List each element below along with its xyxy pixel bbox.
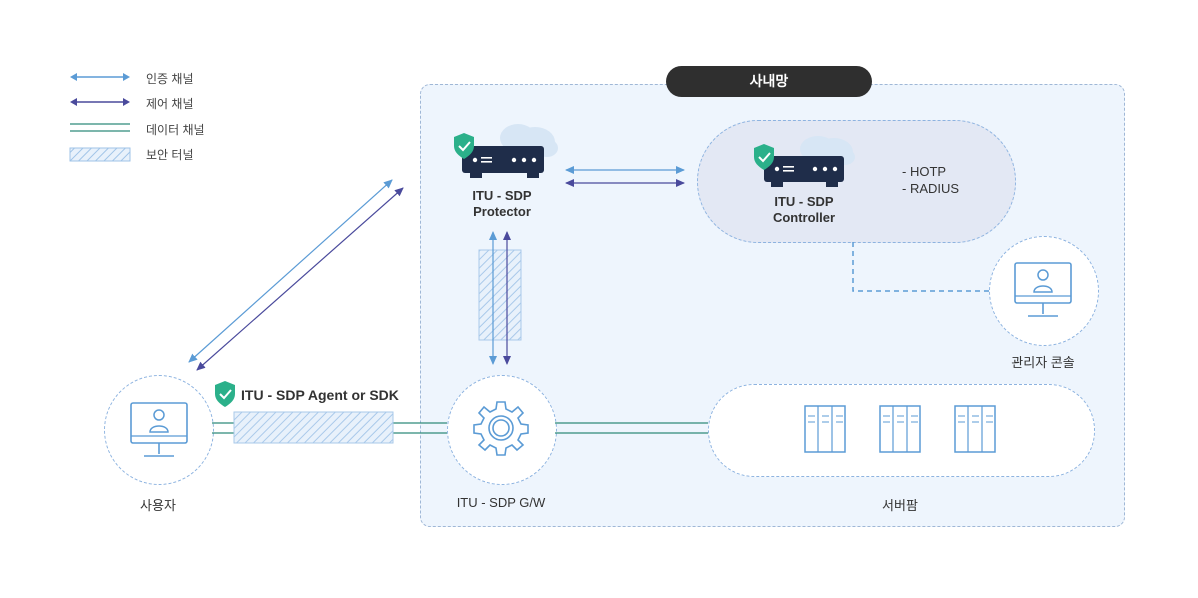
admin-console-node <box>989 236 1099 346</box>
gateway-node <box>447 375 557 485</box>
controller-label: ITU - SDP Controller <box>742 194 866 226</box>
protector-shield-icon <box>454 133 474 159</box>
legend-label-control: 제어 채널 <box>146 97 194 111</box>
internal-network-title: 사내망 <box>666 66 872 97</box>
auth-channel-arrow-icon <box>70 73 130 81</box>
server-rack-icon <box>804 405 846 453</box>
legend-label-data: 데이터 채널 <box>146 123 205 137</box>
controller-device-icon <box>764 136 855 187</box>
server-rack-icon <box>954 405 996 453</box>
user-gateway-tunnel <box>233 411 394 444</box>
legend-icons <box>69 73 131 162</box>
protector-gateway-tunnel <box>478 249 522 341</box>
protector-device-icon <box>462 124 558 178</box>
user-protector-auth-arrow <box>188 179 393 363</box>
user-monitor-icon <box>130 402 188 457</box>
agent-shield-icon <box>215 381 235 407</box>
gateway-gear-icon <box>473 401 529 456</box>
control-channel-arrow-icon <box>70 98 130 106</box>
controller-area <box>697 120 1016 243</box>
data-channel-lines-icon <box>70 123 130 132</box>
server-farm-area <box>708 384 1095 477</box>
protector-label-line2: Protector <box>473 204 531 219</box>
user-label: 사용자 <box>140 498 176 513</box>
controller-admin-link <box>852 242 989 292</box>
admin-console-label: 관리자 콘솔 <box>1011 355 1075 370</box>
protector-label: ITU - SDP Protector <box>440 188 564 220</box>
controller-info: - HOTP - RADIUS <box>902 163 959 197</box>
protector-label-line1: ITU - SDP <box>472 188 532 203</box>
legend-label-auth: 인증 채널 <box>146 72 194 86</box>
secure-tunnel-hatch-icon <box>69 147 131 162</box>
controller-shield-icon <box>754 144 774 170</box>
legend-label-tunnel: 보안 터널 <box>146 148 194 162</box>
controller-label-line2: Controller <box>772 210 836 225</box>
server-farm-label: 서버팜 <box>882 498 918 513</box>
gateway-label: ITU - SDP G/W <box>456 495 546 510</box>
agent-label: ITU - SDP Agent or SDK <box>241 387 399 403</box>
admin-monitor-icon <box>1014 262 1072 317</box>
controller-label-line1: ITU - SDP <box>774 194 834 209</box>
controller-info-radius: - RADIUS <box>902 181 960 196</box>
user-node <box>104 375 214 485</box>
server-rack-icon <box>879 405 921 453</box>
user-protector-control-arrow <box>196 187 404 371</box>
controller-info-hotp: - HOTP <box>902 164 947 179</box>
